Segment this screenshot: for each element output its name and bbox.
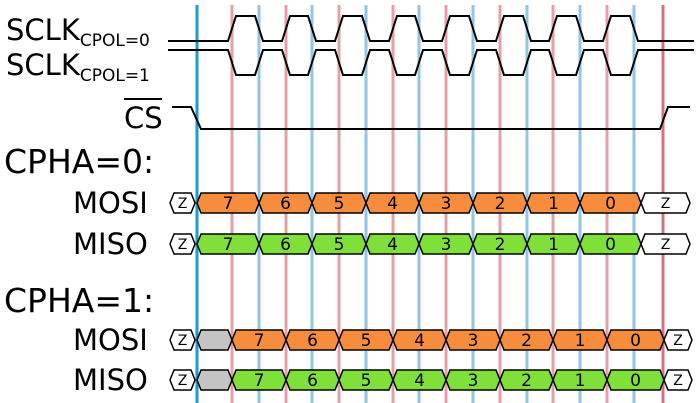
bit-value-label: 7 bbox=[223, 235, 234, 255]
high-z-label: Z bbox=[178, 237, 188, 253]
bit-value-label: 4 bbox=[387, 194, 398, 214]
high-z-label: Z bbox=[178, 373, 188, 389]
cs-label: CS bbox=[124, 101, 163, 135]
bit-value-label: 2 bbox=[495, 235, 506, 255]
cpha0-heading: CPHA=0: bbox=[4, 142, 154, 181]
bit-value-label: 2 bbox=[521, 371, 532, 391]
high-z-label: Z bbox=[661, 237, 671, 253]
bit-value-label: 0 bbox=[630, 331, 641, 351]
bit-value-label: 1 bbox=[575, 371, 586, 391]
high-z-label: Z bbox=[673, 373, 683, 389]
bit-value-label: 6 bbox=[307, 331, 318, 351]
cpha1-heading: CPHA=1: bbox=[4, 281, 154, 320]
high-z-label: Z bbox=[661, 196, 671, 212]
high-z-label: Z bbox=[178, 333, 188, 349]
bit-value-label: 5 bbox=[361, 371, 372, 391]
mosi-cpha1-z-end bbox=[663, 329, 693, 351]
mosi-cpha0-z-start bbox=[169, 192, 196, 214]
miso-cpha1-label: MISO bbox=[73, 363, 148, 397]
miso-cpha0-label: MISO bbox=[73, 227, 148, 261]
mosi-cpha1-idle-cell bbox=[196, 329, 233, 351]
miso-cpha1-idle-cell bbox=[196, 369, 233, 391]
bit-value-label: 6 bbox=[307, 371, 318, 391]
bit-value-label: 3 bbox=[468, 371, 479, 391]
bit-value-label: 1 bbox=[575, 331, 586, 351]
bit-value-label: 5 bbox=[334, 235, 345, 255]
bit-value-label: 6 bbox=[280, 194, 291, 214]
bit-value-label: 3 bbox=[468, 331, 479, 351]
bit-value-label: 1 bbox=[548, 194, 559, 214]
bit-value-label: 0 bbox=[630, 371, 641, 391]
miso-cpha1-z-start bbox=[169, 369, 196, 391]
sclk-cpol0-label: SCLKCPOL=0 bbox=[6, 13, 150, 51]
bit-value-label: 2 bbox=[495, 194, 506, 214]
mosi-cpha0-label: MOSI bbox=[73, 186, 148, 220]
bit-value-label: 4 bbox=[414, 371, 425, 391]
high-z-label: Z bbox=[178, 196, 188, 212]
bit-value-label: 0 bbox=[605, 235, 616, 255]
mosi-cpha1-z-start bbox=[169, 329, 196, 351]
mosi-cpha1-label: MOSI bbox=[73, 323, 148, 357]
bit-value-label: 1 bbox=[548, 235, 559, 255]
bit-value-label: 3 bbox=[441, 235, 452, 255]
mosi-cpha0-z-end bbox=[640, 192, 691, 214]
miso-cpha0-z-start bbox=[169, 233, 196, 255]
bit-value-label: 7 bbox=[223, 194, 234, 214]
bit-value-label: 5 bbox=[361, 331, 372, 351]
bit-value-label: 0 bbox=[605, 194, 616, 214]
sclk-cpol0-wave bbox=[168, 15, 694, 42]
bit-value-label: 5 bbox=[334, 194, 345, 214]
bit-value-label: 7 bbox=[254, 331, 265, 351]
bit-value-label: 2 bbox=[521, 331, 532, 351]
bit-value-label: 7 bbox=[254, 371, 265, 391]
bit-value-label: 4 bbox=[387, 235, 398, 255]
bit-value-label: 4 bbox=[414, 331, 425, 351]
miso-cpha1-z-end bbox=[663, 369, 693, 391]
bit-value-label: 6 bbox=[280, 235, 291, 255]
cs-wave bbox=[172, 106, 690, 130]
miso-cpha0-z-end bbox=[640, 233, 691, 255]
sclk-cpol1-label: SCLKCPOL=1 bbox=[6, 48, 150, 86]
sclk-cpol1-wave bbox=[168, 49, 694, 76]
bit-value-label: 3 bbox=[441, 194, 452, 214]
high-z-label: Z bbox=[673, 333, 683, 349]
